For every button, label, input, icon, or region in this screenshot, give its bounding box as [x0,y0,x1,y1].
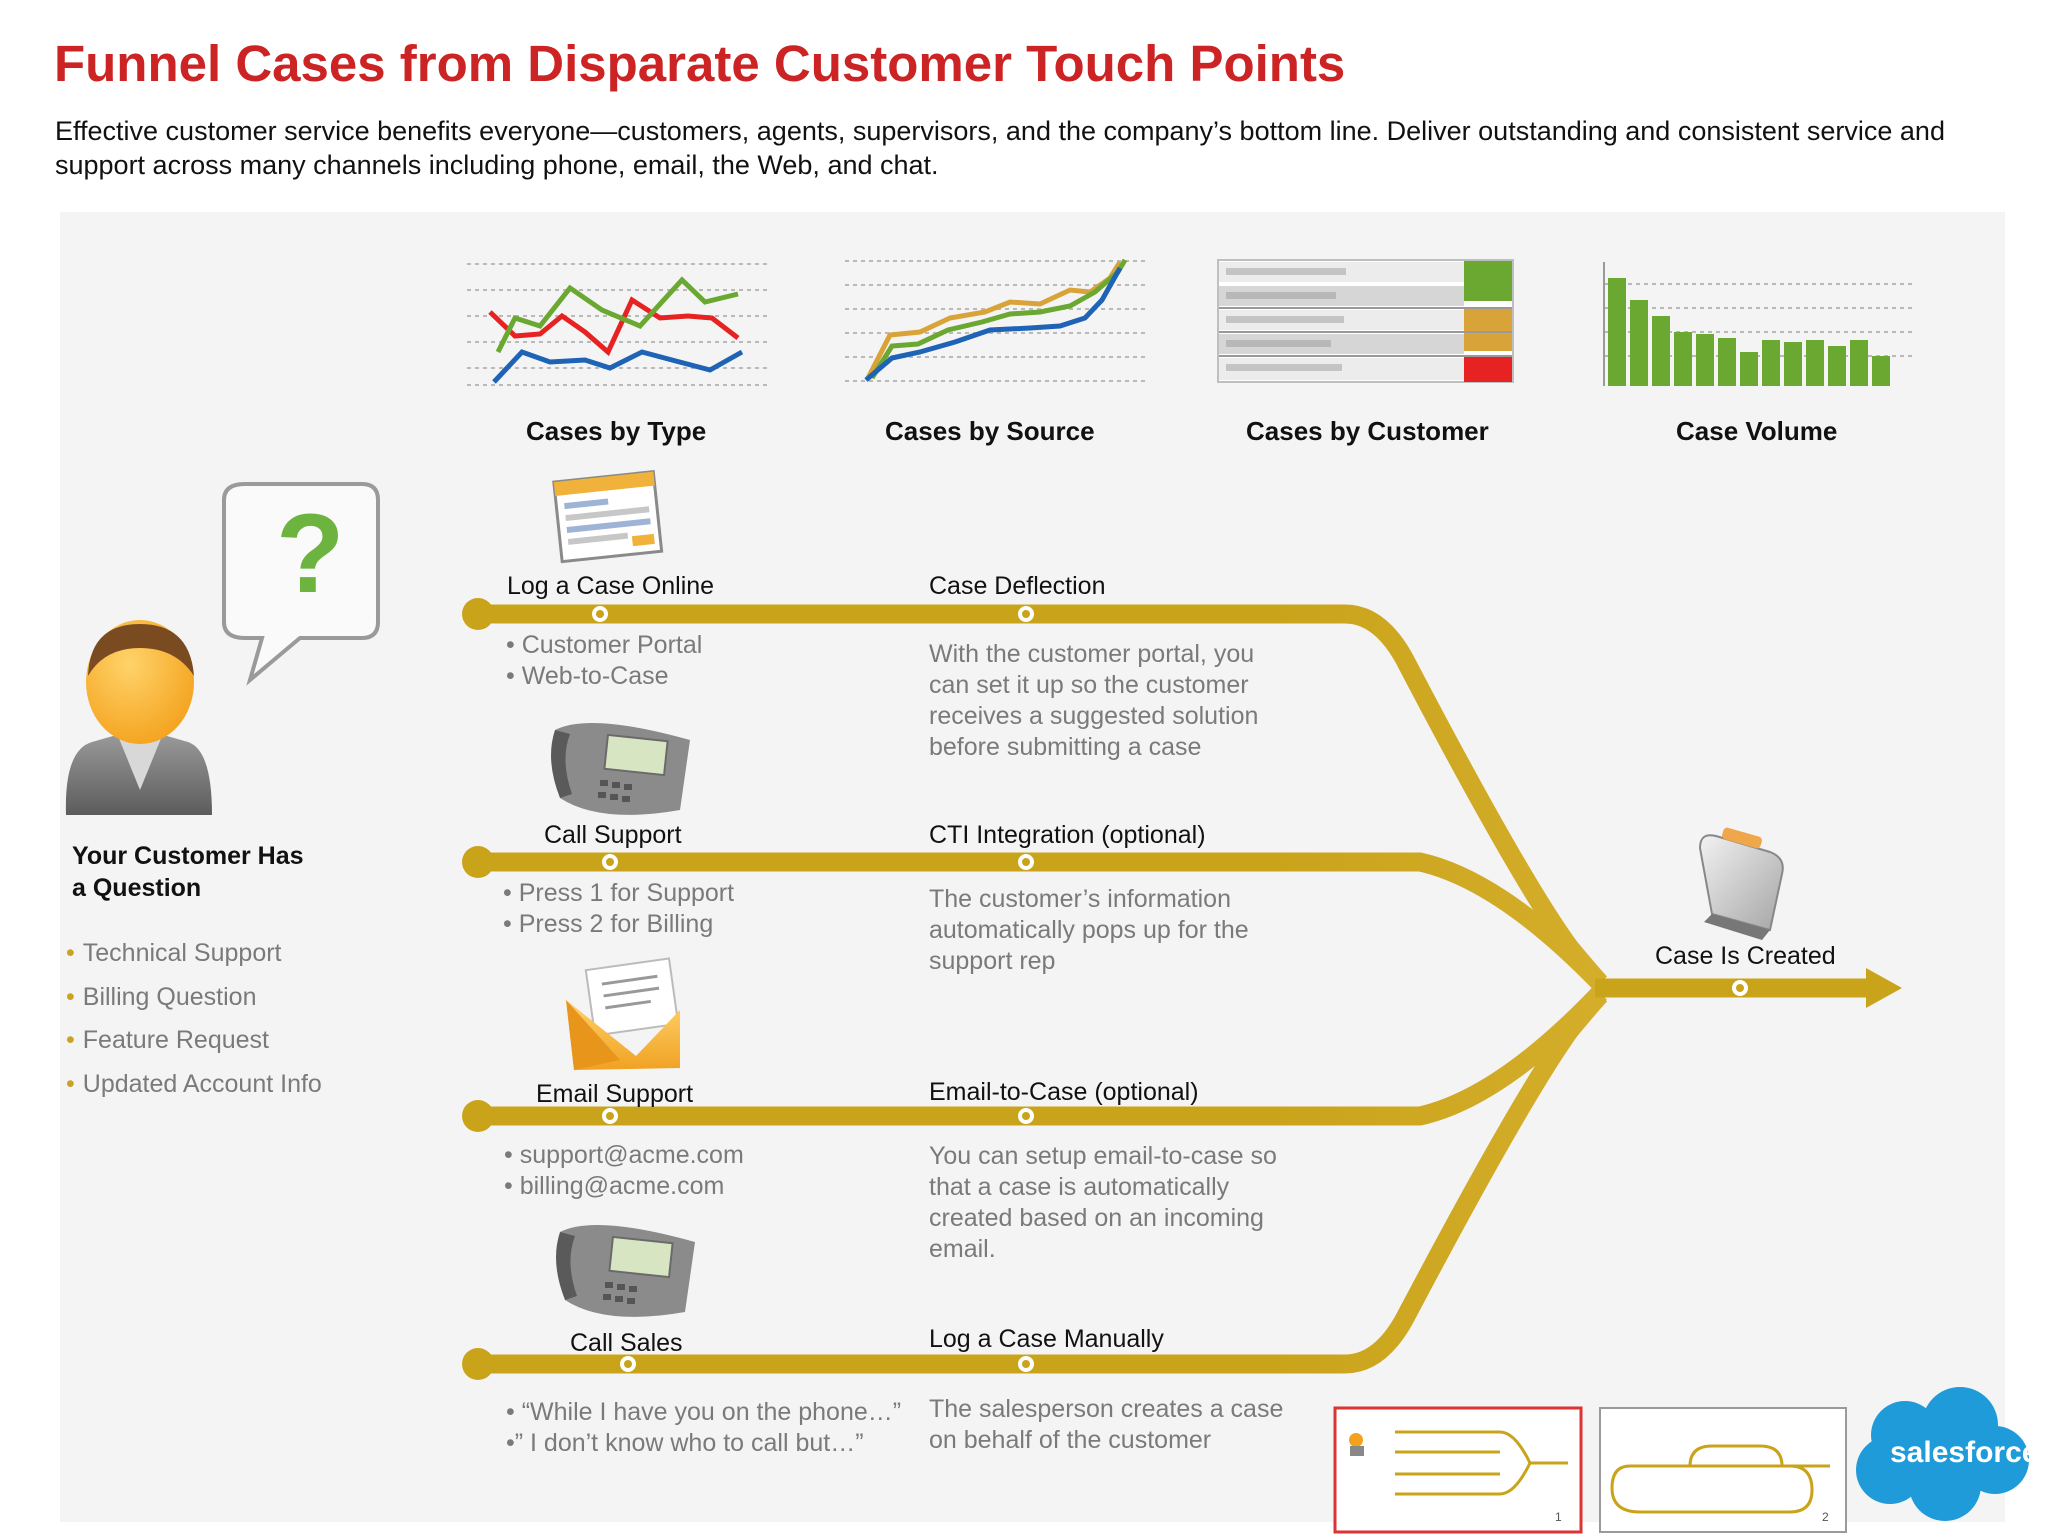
channel-bullets-call-sales: • “While I have you on the phone…” •” I … [506,1397,901,1459]
series-line-blue [492,349,744,384]
list-item: •Billing Question [66,982,257,1011]
funnel-tracks [462,598,1902,1380]
toolbox-icon [1698,827,1784,940]
list-item: • Web-to-Case [506,662,669,690]
case-is-created-label: Case Is Created [1655,942,1836,970]
feature-case-deflection: Case Deflection [929,572,1106,600]
speech-bubble-icon [222,482,380,686]
chart-label-cases-by-customer: Cases by Customer [1246,416,1489,446]
chart-cases-by-type [467,263,770,386]
list-item: •Technical Support [66,939,282,967]
feature-description: With the customer portal, you can set it… [929,640,1259,761]
series-line-blue [864,266,1123,382]
series-line-green [495,276,739,354]
feature-description: The customer’s information automatically… [929,885,1249,975]
channel-name-online: Log a Case Online [507,572,715,600]
desk-phone-icon [551,722,690,815]
list-item: • Customer Portal [506,631,703,659]
feature-email-to-case: Email-to-Case (optional) [929,1078,1199,1106]
channel-name-call-sales: Call Sales [570,1329,683,1357]
intro-text: Effective customer service benefits ever… [55,116,1945,180]
chart-label-cases-by-type: Cases by Type [526,416,707,446]
channel-bullets-online: • Customer Portal • Web-to-Case [506,630,702,692]
feature-log-case-manually: Log a Case Manually [929,1325,1164,1353]
question-mark-icon: ? [276,491,345,616]
customer-person-icon [65,620,212,815]
thumbnail-1-number: 1 [1555,1510,1562,1524]
list-item: •” I don’t know who to call but…” [506,1429,864,1457]
channel-name-email-support: Email Support [536,1080,694,1108]
feature-description: The salesperson creates a case on behalf… [929,1395,1284,1454]
customer-question-list: •Technical Support •Billing Question •Fe… [66,932,322,1106]
customer-title-line1: Your Customer Has [72,842,304,870]
chart-cases-by-source [845,258,1145,382]
customer-title-line2: a Question [72,874,202,902]
chart-label-case-volume: Case Volume [1676,416,1838,446]
salesforce-logo-text: salesforce [1890,1436,2039,1469]
feature-cti-integration: CTI Integration (optional) [929,821,1206,849]
salesforce-logo [1856,1387,2029,1521]
chart-label-cases-by-source: Cases by Source [885,416,1095,446]
list-item: • Press 1 for Support [503,879,735,907]
series-line-green [869,258,1128,380]
web-form-icon [552,469,664,564]
list-item: •Updated Account Info [66,1069,322,1098]
list-item: •Feature Request [66,1026,269,1054]
thumbnail-1[interactable] [1333,1406,1583,1534]
list-item: • “While I have you on the phone…” [506,1398,902,1426]
list-item: • Press 2 for Billing [503,910,714,938]
channel-name-call-support: Call Support [544,821,682,849]
customer-title: Your Customer Has a Question [72,840,304,904]
feature-description: You can setup email-to-case so that a ca… [929,1142,1277,1263]
list-item: • billing@acme.com [504,1172,725,1200]
thumbnail-2[interactable] [1599,1407,1847,1533]
series-line-red [488,296,740,357]
list-item: • support@acme.com [504,1141,744,1169]
envelope-icon [566,957,680,1070]
page-title: Funnel Cases from Disparate Customer Tou… [54,35,1346,92]
chart-cases-by-customer [1217,259,1514,383]
chart-case-volume [1603,262,1915,386]
channel-bullets-call-support: • Press 1 for Support • Press 2 for Bill… [503,878,734,940]
desk-phone-icon-2 [556,1224,695,1317]
thumbnail-2-number: 2 [1822,1510,1829,1524]
channel-bullets-email-support: • support@acme.com • billing@acme.com [504,1140,744,1202]
arrow-head [1866,968,1902,1008]
